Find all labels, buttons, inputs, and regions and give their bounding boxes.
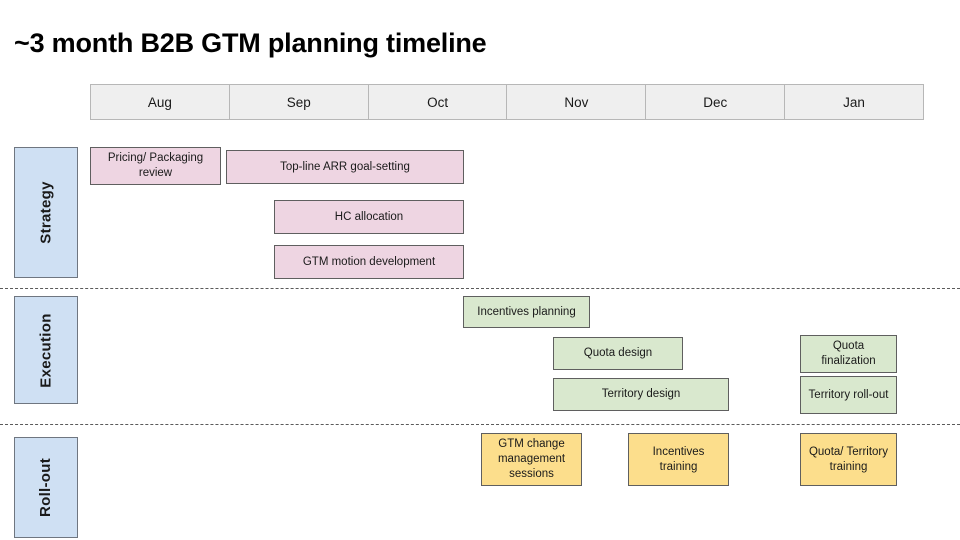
lane-label-strategy-text: Strategy <box>37 181 55 244</box>
month-cell-jan: Jan <box>843 94 865 110</box>
task-label: Quota/ Territory training <box>808 445 889 473</box>
task-label: Pricing/ Packaging review <box>107 152 204 179</box>
month-cell-aug: Aug <box>91 85 230 119</box>
page-title: ~3 month B2B GTM planning timeline <box>14 28 487 58</box>
month-cell-oct: Oct <box>369 85 508 119</box>
month-header-row: Aug Sep Oct Nov Dec Jan <box>90 84 924 120</box>
month-cell-sep: Sep <box>230 85 369 119</box>
task-bar-hc-allocation[interactable]: HC allocation <box>274 200 464 234</box>
task-bar-top-line-arr-goal-setting[interactable]: Top-line ARR goal-setting <box>226 150 464 184</box>
task-bar-territory-design[interactable]: Territory design <box>553 378 729 411</box>
task-label: HC allocation <box>334 210 404 223</box>
task-label: Quota design <box>583 347 653 360</box>
month-cell-nov: Nov <box>507 85 647 119</box>
task-label: Quota finalization <box>821 340 876 367</box>
task-bar-gtm-change-management-sessions[interactable]: GTM change management sessions <box>481 433 582 486</box>
task-label: GTM change management sessions <box>497 438 566 480</box>
lane-label-rollout: Roll-out <box>14 437 78 538</box>
lane-divider-execution-rollout <box>0 424 960 425</box>
task-bar-quota-design[interactable]: Quota design <box>553 337 683 370</box>
task-bar-incentives-planning[interactable]: Incentives planning <box>463 296 590 328</box>
task-label: Top-line ARR goal-setting <box>280 160 410 173</box>
month-cell-dec: Dec <box>646 85 786 119</box>
task-bar-quota-finalization[interactable]: Quota finalization <box>800 335 897 373</box>
task-bar-pricing-packaging-review[interactable]: Pricing/ Packaging review <box>90 147 221 185</box>
lane-label-rollout-text: Roll-out <box>37 457 55 518</box>
lane-label-execution: Execution <box>14 296 78 404</box>
task-bar-territory-roll-out[interactable]: Territory roll-out <box>800 376 897 414</box>
task-label: Territory design <box>601 388 681 401</box>
lane-divider-strategy-execution <box>0 288 960 289</box>
lane-label-strategy: Strategy <box>14 147 78 278</box>
task-label: Incentives planning <box>477 305 576 318</box>
lane-label-execution-text: Execution <box>37 312 55 388</box>
task-label: Incentives training <box>652 445 705 473</box>
task-bar-incentives-training[interactable]: Incentives training <box>628 433 729 486</box>
task-label: Territory roll-out <box>808 388 889 401</box>
task-bar-gtm-motion-development[interactable]: GTM motion development <box>274 245 464 279</box>
task-bar-quota-territory-training[interactable]: Quota/ Territory training <box>800 433 897 486</box>
task-label: GTM motion development <box>302 255 436 268</box>
